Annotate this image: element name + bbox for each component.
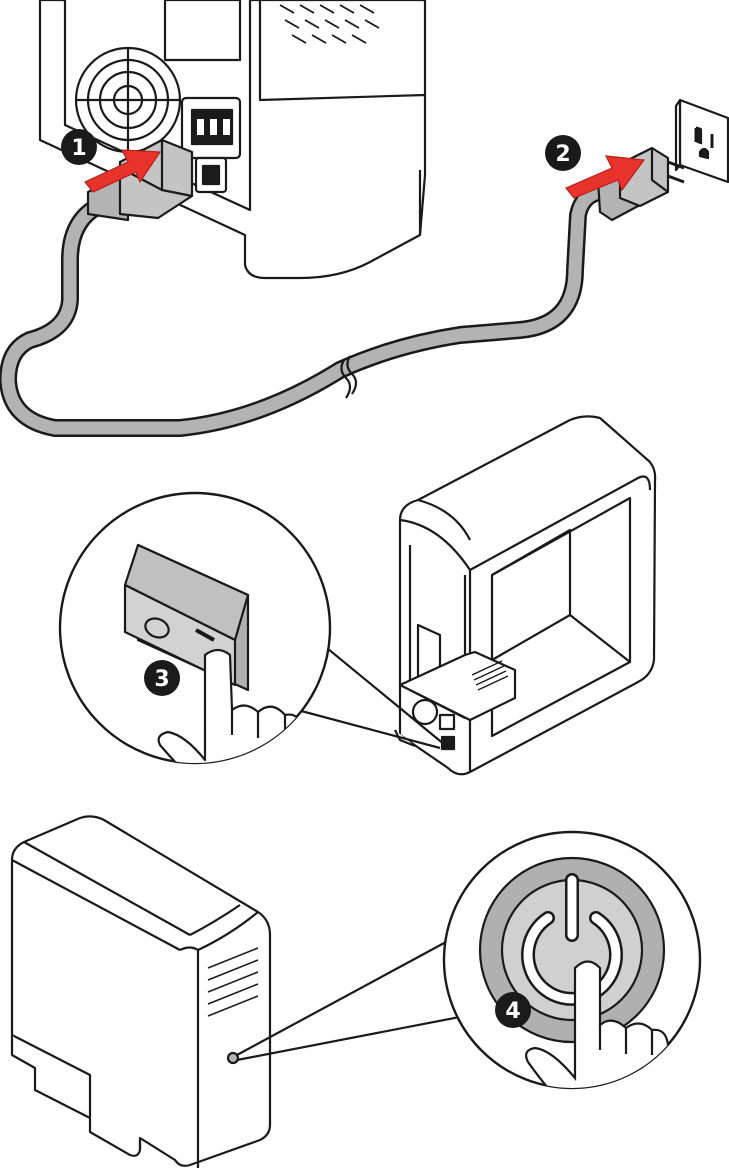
psu-back-panel: [40, 0, 425, 278]
step-2-number: 2: [555, 142, 570, 167]
pc-tower-front-view: [12, 816, 270, 1168]
step-1-number: 1: [71, 136, 86, 161]
step-4-number: 4: [505, 999, 520, 1024]
wall-outlet-icon: [676, 100, 728, 182]
zoom-callout-4: [237, 942, 470, 1060]
pc-case-rear-view: [395, 416, 655, 774]
step-1-badge: 1: [61, 129, 97, 165]
zoom-circle-power-button: [444, 832, 700, 1120]
ac-inlet-icon: [182, 98, 240, 158]
psu-small-switch-icon: [196, 158, 226, 192]
step-3-number: 3: [154, 667, 169, 692]
step-3-badge: 3: [144, 660, 180, 696]
zoom-circle-psu-switch: [60, 493, 330, 800]
step-2-badge: 2: [545, 135, 581, 171]
step-4-badge: 4: [495, 992, 531, 1028]
